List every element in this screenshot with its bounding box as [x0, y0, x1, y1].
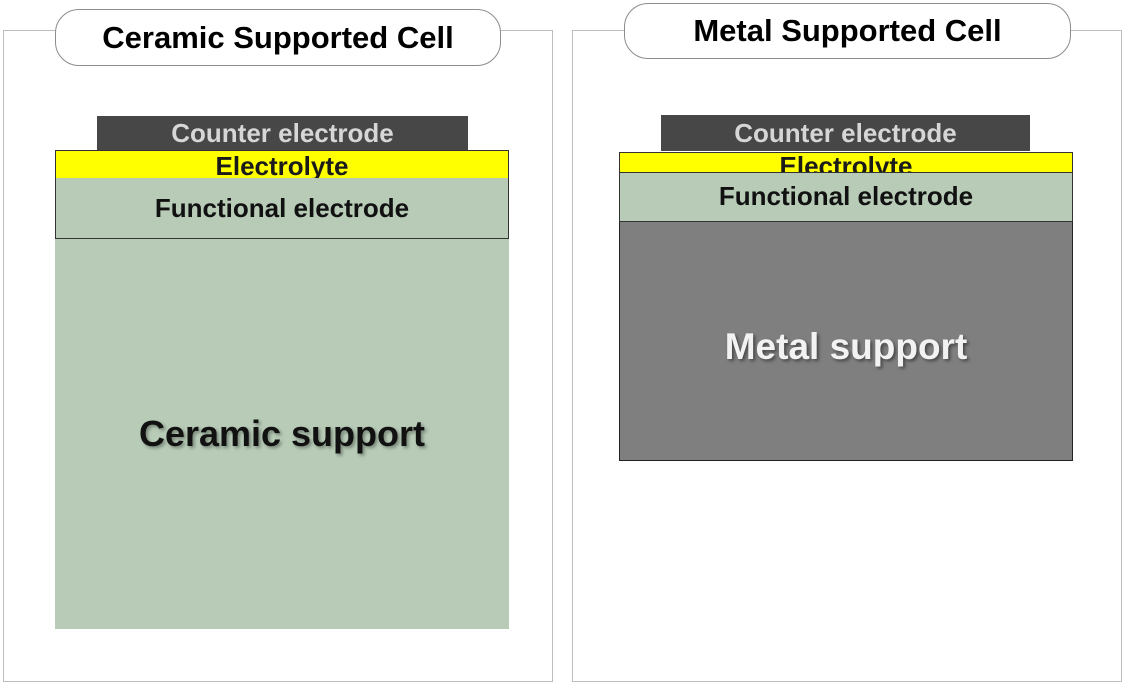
metal-support: Metal support [619, 222, 1073, 461]
ceramic-electrolyte: Electrolyte [55, 150, 509, 179]
metal-functional-electrode: Functional electrode [619, 173, 1073, 222]
ceramic-cell-title: Ceramic Supported Cell [55, 9, 501, 66]
ceramic-functional-electrode: Functional electrode [55, 178, 509, 239]
metal-counter-electrode: Counter electrode [661, 115, 1030, 151]
ceramic-support: Ceramic support [55, 239, 509, 629]
metal-electrolyte: Electrolyte [619, 152, 1073, 173]
ceramic-counter-electrode: Counter electrode [97, 116, 468, 151]
metal-cell-title: Metal Supported Cell [624, 3, 1071, 59]
